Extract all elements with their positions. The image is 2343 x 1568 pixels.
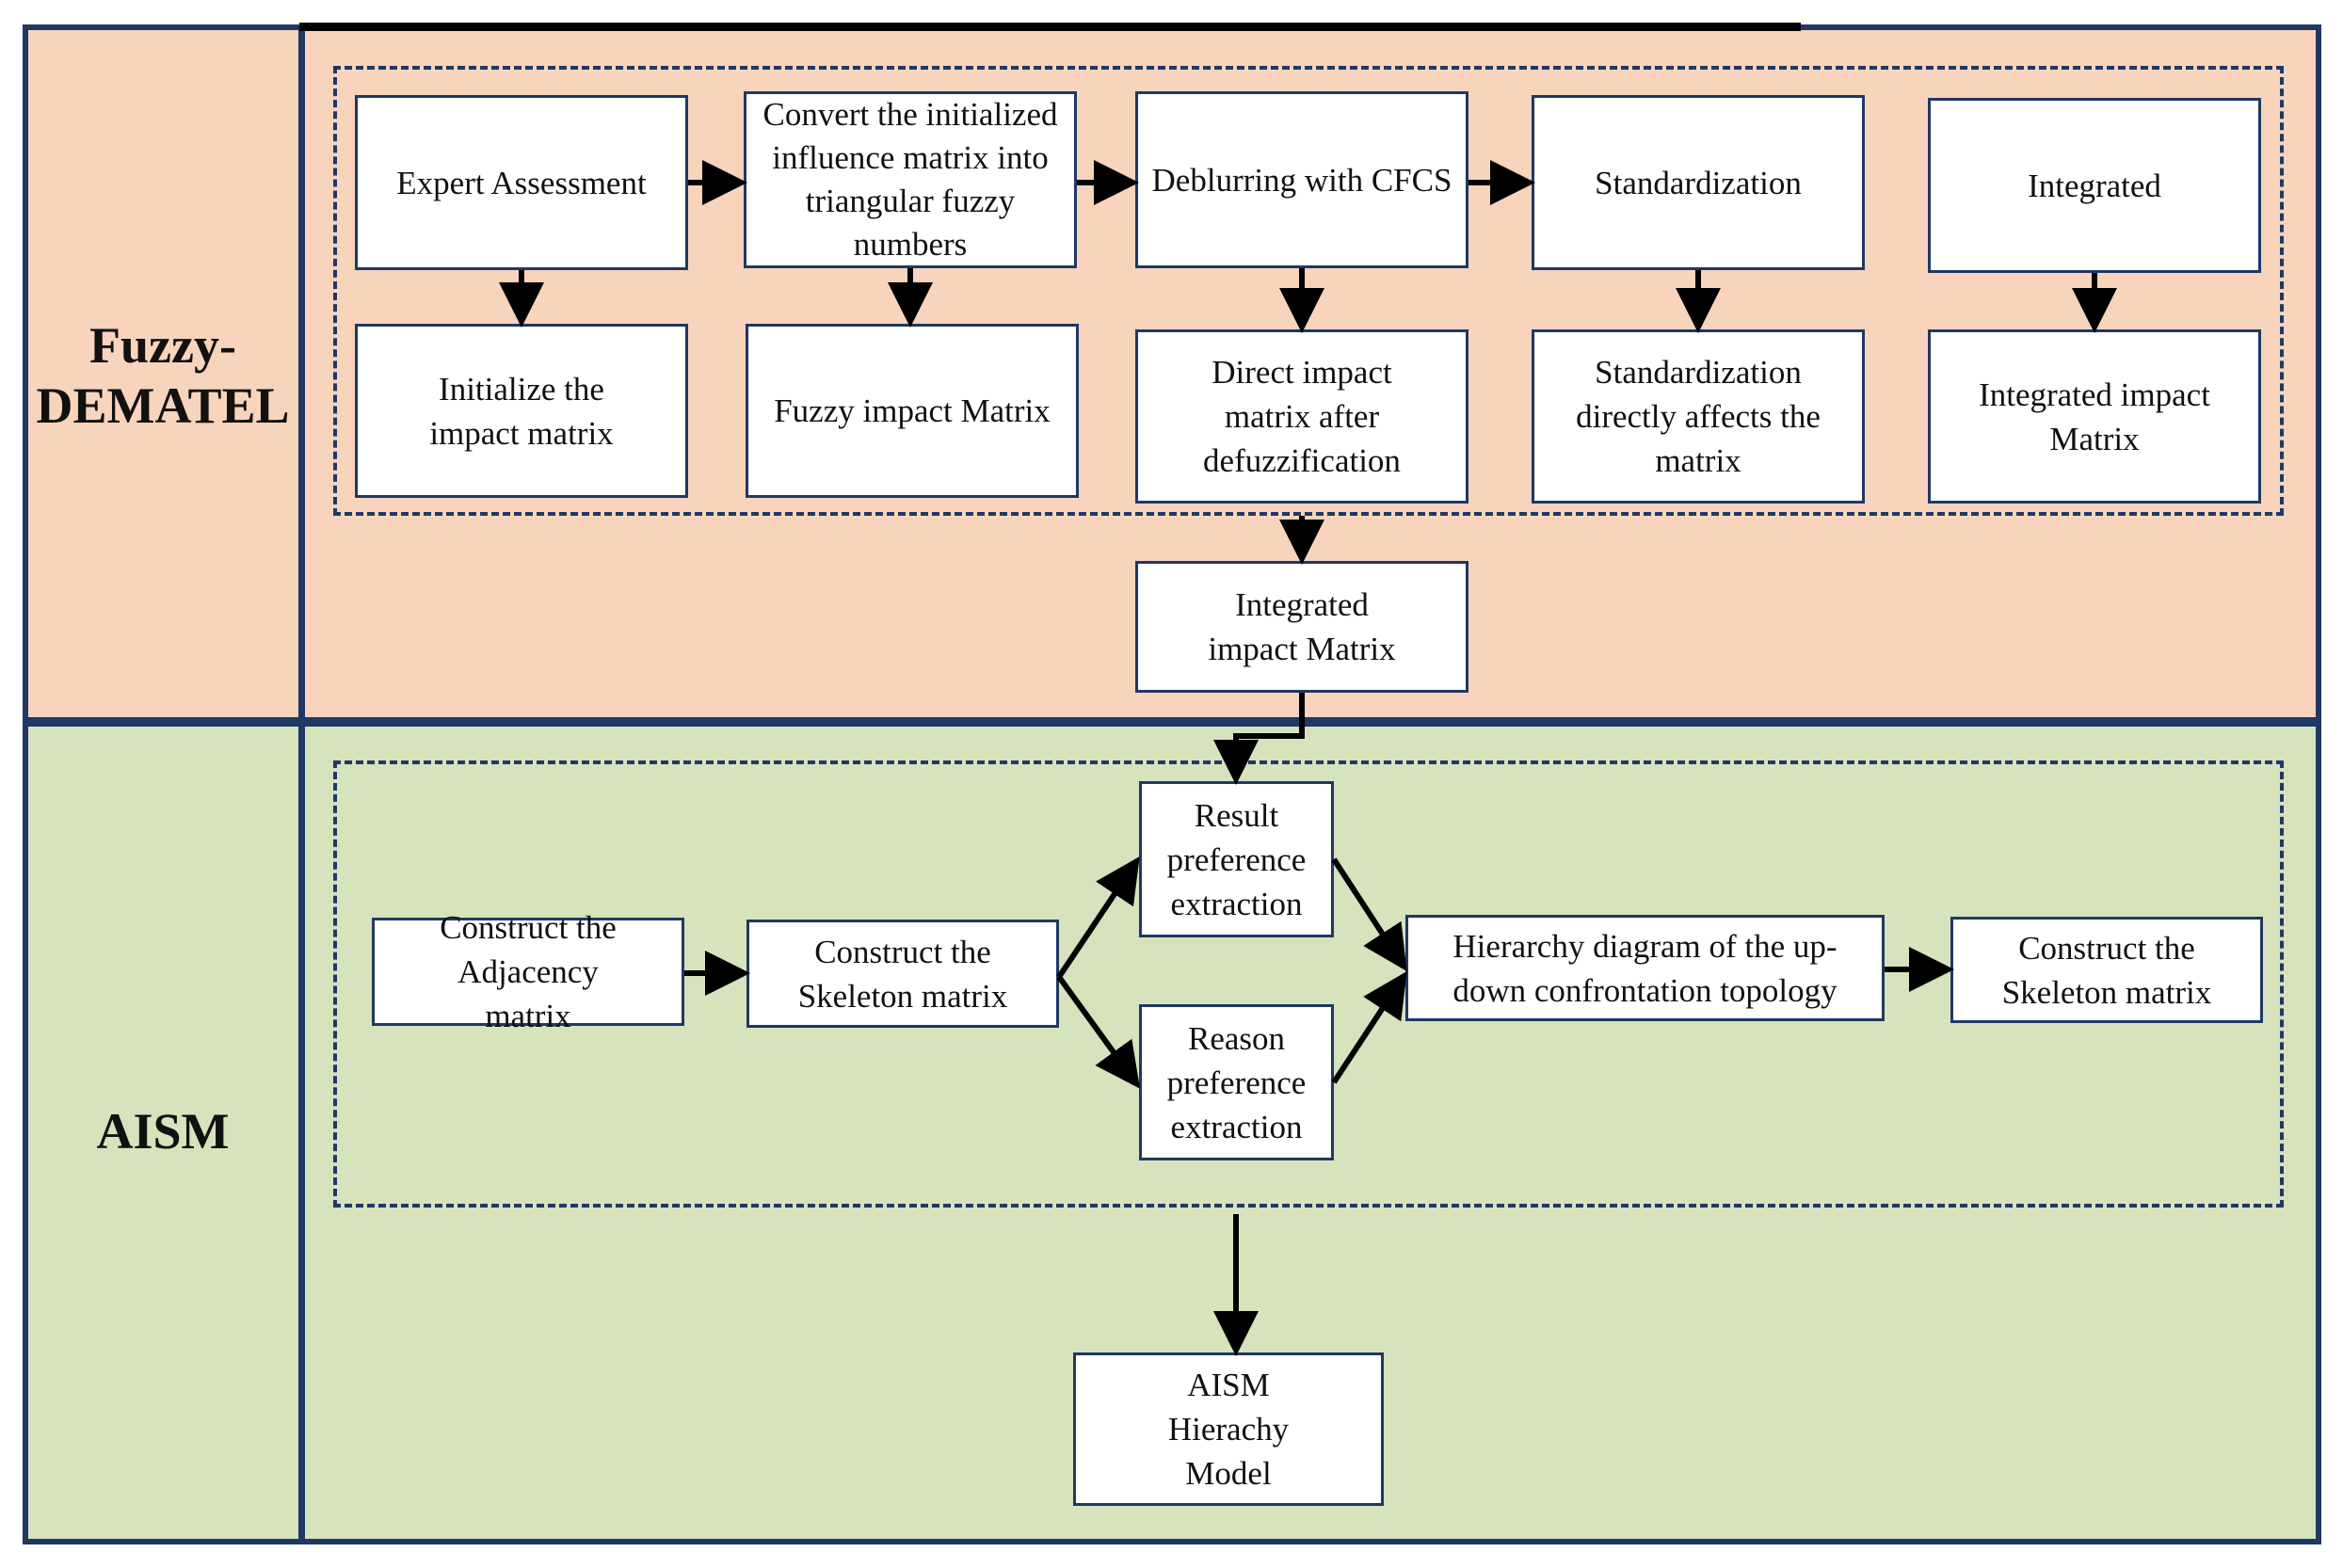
aism-label: AISM xyxy=(96,1103,230,1160)
fuzzy-impact-matrix-box: Fuzzy impact Matrix xyxy=(746,324,1079,498)
direct-impact-matrix-box: Direct impact matrix after defuzzificati… xyxy=(1135,329,1468,504)
expert-assessment-box: Expert Assessment xyxy=(355,95,688,270)
initialize-impact-matrix-box: Initialize the impact matrix xyxy=(355,324,688,498)
deblurring-cfcs-box: Deblurring with CFCS xyxy=(1135,91,1468,268)
fuzzy-dematel-label-panel xyxy=(23,24,303,723)
integrated-box: Integrated xyxy=(1928,98,2261,273)
fuzzy-dematel-label: Fuzzy- DEMATEL xyxy=(36,317,290,434)
result-preference-extraction-box: Result preference extraction xyxy=(1139,781,1334,937)
reason-preference-extraction-box: Reason preference extraction xyxy=(1139,1004,1334,1160)
dematel-process-group xyxy=(333,66,2284,516)
arrow-skeleton-to-reason xyxy=(1056,975,1141,1089)
aism-process-group xyxy=(333,760,2284,1208)
convert-fuzzy-box: Convert the initialized influence matrix… xyxy=(744,91,1077,268)
arrow-result-to-hierarchy xyxy=(1331,857,1407,972)
top-border-accent xyxy=(299,23,1801,31)
hierarchy-diagram-box: Hierarchy diagram of the up-down confron… xyxy=(1405,915,1885,1021)
construct-skeleton-matrix-box: Construct the Skeleton matrix xyxy=(746,920,1059,1028)
construct-adjacency-matrix-box: Construct the Adjacency matrix xyxy=(372,909,684,1034)
arrow-output-to-result-pref xyxy=(1213,693,1305,785)
standardization-box: Standardization xyxy=(1532,95,1865,270)
standardization-matrix-box: Standardization directly affects the mat… xyxy=(1532,329,1865,504)
arrow-skeleton-to-result xyxy=(1056,856,1140,979)
aism-label-panel xyxy=(23,721,303,1544)
integrated-impact-matrix-output-box: Integrated impact Matrix xyxy=(1135,561,1468,693)
arrow-reason-to-hierarchy xyxy=(1331,970,1407,1084)
